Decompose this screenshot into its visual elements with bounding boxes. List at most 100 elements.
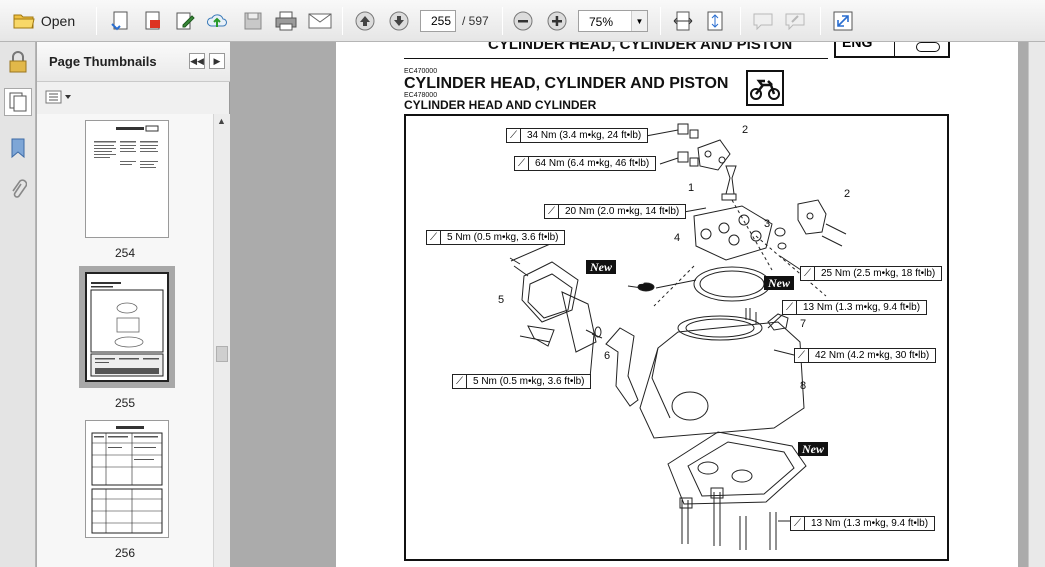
thumbnail-scrollbar[interactable]: ▲ xyxy=(213,114,230,567)
bookmark-icon xyxy=(11,138,25,159)
collapse-panel-icon[interactable]: ◀◀ xyxy=(189,53,205,69)
security-button[interactable] xyxy=(4,48,32,76)
fit-width-icon xyxy=(673,11,693,31)
print-button[interactable] xyxy=(272,8,300,34)
header-rule xyxy=(404,58,828,59)
torque-callout: ⟋34 Nm (3.4 m•kg, 24 ft•lb) xyxy=(506,128,649,143)
part-number: 3 xyxy=(764,218,771,230)
save-icon xyxy=(244,12,262,30)
panel-menu-icon[interactable]: ▶ xyxy=(209,53,225,69)
running-header: CYLINDER HEAD, CYLINDER AND PISTON xyxy=(488,42,793,53)
part-number: 7 xyxy=(800,318,807,330)
panel-title: Page Thumbnails xyxy=(49,54,157,69)
toolbar-separator xyxy=(502,7,503,35)
motorcycle-icon-box xyxy=(746,70,784,106)
options-icon xyxy=(45,90,71,104)
lubricant-mark: B xyxy=(639,279,645,286)
subsection-code: EC478000 xyxy=(404,92,438,99)
torque-wrench-icon: ⟋ xyxy=(801,267,815,280)
zoom-in-button[interactable] xyxy=(544,8,570,34)
part-number: 4 xyxy=(674,232,681,244)
torque-callout: ⟋5 Nm (0.5 m•kg, 3.6 ft•lb) xyxy=(426,230,566,245)
thumbnail-list: 254 255 xyxy=(37,114,213,567)
torque-callout: ⟋13 Nm (1.3 m•kg, 9.4 ft•lb) xyxy=(782,300,928,315)
torque-wrench-icon: ⟋ xyxy=(427,231,441,244)
torque-wrench-icon: ⟋ xyxy=(453,375,467,388)
attachments-button[interactable] xyxy=(4,176,32,204)
fit-width-button[interactable] xyxy=(670,8,696,34)
torque-wrench-icon: ⟋ xyxy=(795,349,809,362)
thumbnail-page-254[interactable] xyxy=(85,120,169,238)
email-button[interactable] xyxy=(306,8,334,34)
chevron-up-icon[interactable]: ▲ xyxy=(217,116,226,126)
zoom-select[interactable]: 75% ▼ xyxy=(578,10,648,32)
torque-callout: ⟋64 Nm (6.4 m•kg, 46 ft•lb) xyxy=(514,156,657,171)
chevron-down-icon[interactable]: ▼ xyxy=(631,11,647,31)
part-number: 6 xyxy=(604,350,611,362)
torque-wrench-icon: ⟋ xyxy=(515,157,529,170)
exploded-diagram: ⟋34 Nm (3.4 m•kg, 24 ft•lb) ⟋64 Nm (6.4 … xyxy=(404,114,949,561)
create-pdf-button[interactable] xyxy=(108,8,134,34)
zoom-out-button[interactable] xyxy=(510,8,536,34)
section-title: CYLINDER HEAD, CYLINDER AND PISTON xyxy=(404,75,729,92)
page-total: / 597 xyxy=(462,14,489,28)
upload-button[interactable] xyxy=(204,8,230,34)
comment-button[interactable] xyxy=(750,8,776,34)
cloud-upload-icon xyxy=(207,14,227,27)
arrow-up-circle-icon xyxy=(355,11,375,31)
torque-wrench-icon: ⟋ xyxy=(545,205,559,218)
part-number: 5 xyxy=(498,294,505,306)
part-number: 8 xyxy=(800,380,807,392)
comment-icon xyxy=(753,13,773,31)
part-number: 2 xyxy=(742,124,749,136)
header-tab-box: ENG xyxy=(834,42,950,58)
tab-divider xyxy=(894,42,895,56)
thumbnail-page-255[interactable] xyxy=(85,272,169,382)
next-page-button[interactable] xyxy=(386,8,412,34)
fit-page-icon xyxy=(707,11,723,31)
pages-icon xyxy=(9,92,27,112)
save-button[interactable] xyxy=(240,8,266,34)
fit-page-button[interactable] xyxy=(702,8,728,34)
previous-page-button[interactable] xyxy=(352,8,378,34)
full-screen-button[interactable] xyxy=(830,8,856,34)
thumbnail-options-button[interactable] xyxy=(45,88,73,106)
new-part-tag: New xyxy=(764,276,794,290)
new-part-tag: New xyxy=(586,260,616,274)
printer-icon xyxy=(275,11,297,31)
document-view[interactable]: CYLINDER HEAD, CYLINDER AND PISTON ENG E… xyxy=(231,42,1045,567)
navigation-rail xyxy=(0,42,36,567)
thumbnail-label: 255 xyxy=(114,396,136,410)
document-scrollbar[interactable] xyxy=(1028,42,1045,567)
thumbnail-preview xyxy=(94,125,159,168)
toolbar-separator xyxy=(342,7,343,35)
page-thumbnails-button[interactable] xyxy=(4,88,32,116)
envelope-icon xyxy=(308,13,332,29)
new-part-tag: New xyxy=(798,442,828,456)
thumbnail-page-256[interactable] xyxy=(85,420,169,538)
folder-icon xyxy=(13,14,35,29)
toolbar-separator xyxy=(740,7,741,35)
torque-callout: ⟋25 Nm (2.5 m•kg, 18 ft•lb) xyxy=(800,266,943,281)
arrow-down-circle-icon xyxy=(389,11,409,31)
torque-callout: ⟋5 Nm (0.5 m•kg, 3.6 ft•lb) xyxy=(452,374,592,389)
scrollbar-thumb[interactable] xyxy=(216,346,228,362)
thumbnail-preview xyxy=(90,282,164,377)
page-number-input[interactable] xyxy=(420,10,456,32)
cylinder-illustration xyxy=(509,123,847,550)
bookmarks-button[interactable] xyxy=(4,134,32,162)
export-pdf-button[interactable] xyxy=(140,8,166,34)
section-code: EC470000 xyxy=(404,68,438,75)
zoom-out-icon xyxy=(513,11,533,31)
toolbar-separator xyxy=(820,7,821,35)
main-toolbar: Open xyxy=(0,0,1045,42)
pdf-page: CYLINDER HEAD, CYLINDER AND PISTON ENG E… xyxy=(336,42,1018,567)
create-pdf-icon xyxy=(111,11,128,31)
highlight-button[interactable] xyxy=(782,8,808,34)
pdf-document-icon xyxy=(145,11,160,30)
toolbar-separator xyxy=(96,7,97,35)
expand-icon xyxy=(833,11,853,31)
edit-button[interactable] xyxy=(172,8,198,34)
open-button[interactable]: Open xyxy=(6,8,82,34)
engine-icon xyxy=(916,42,940,52)
